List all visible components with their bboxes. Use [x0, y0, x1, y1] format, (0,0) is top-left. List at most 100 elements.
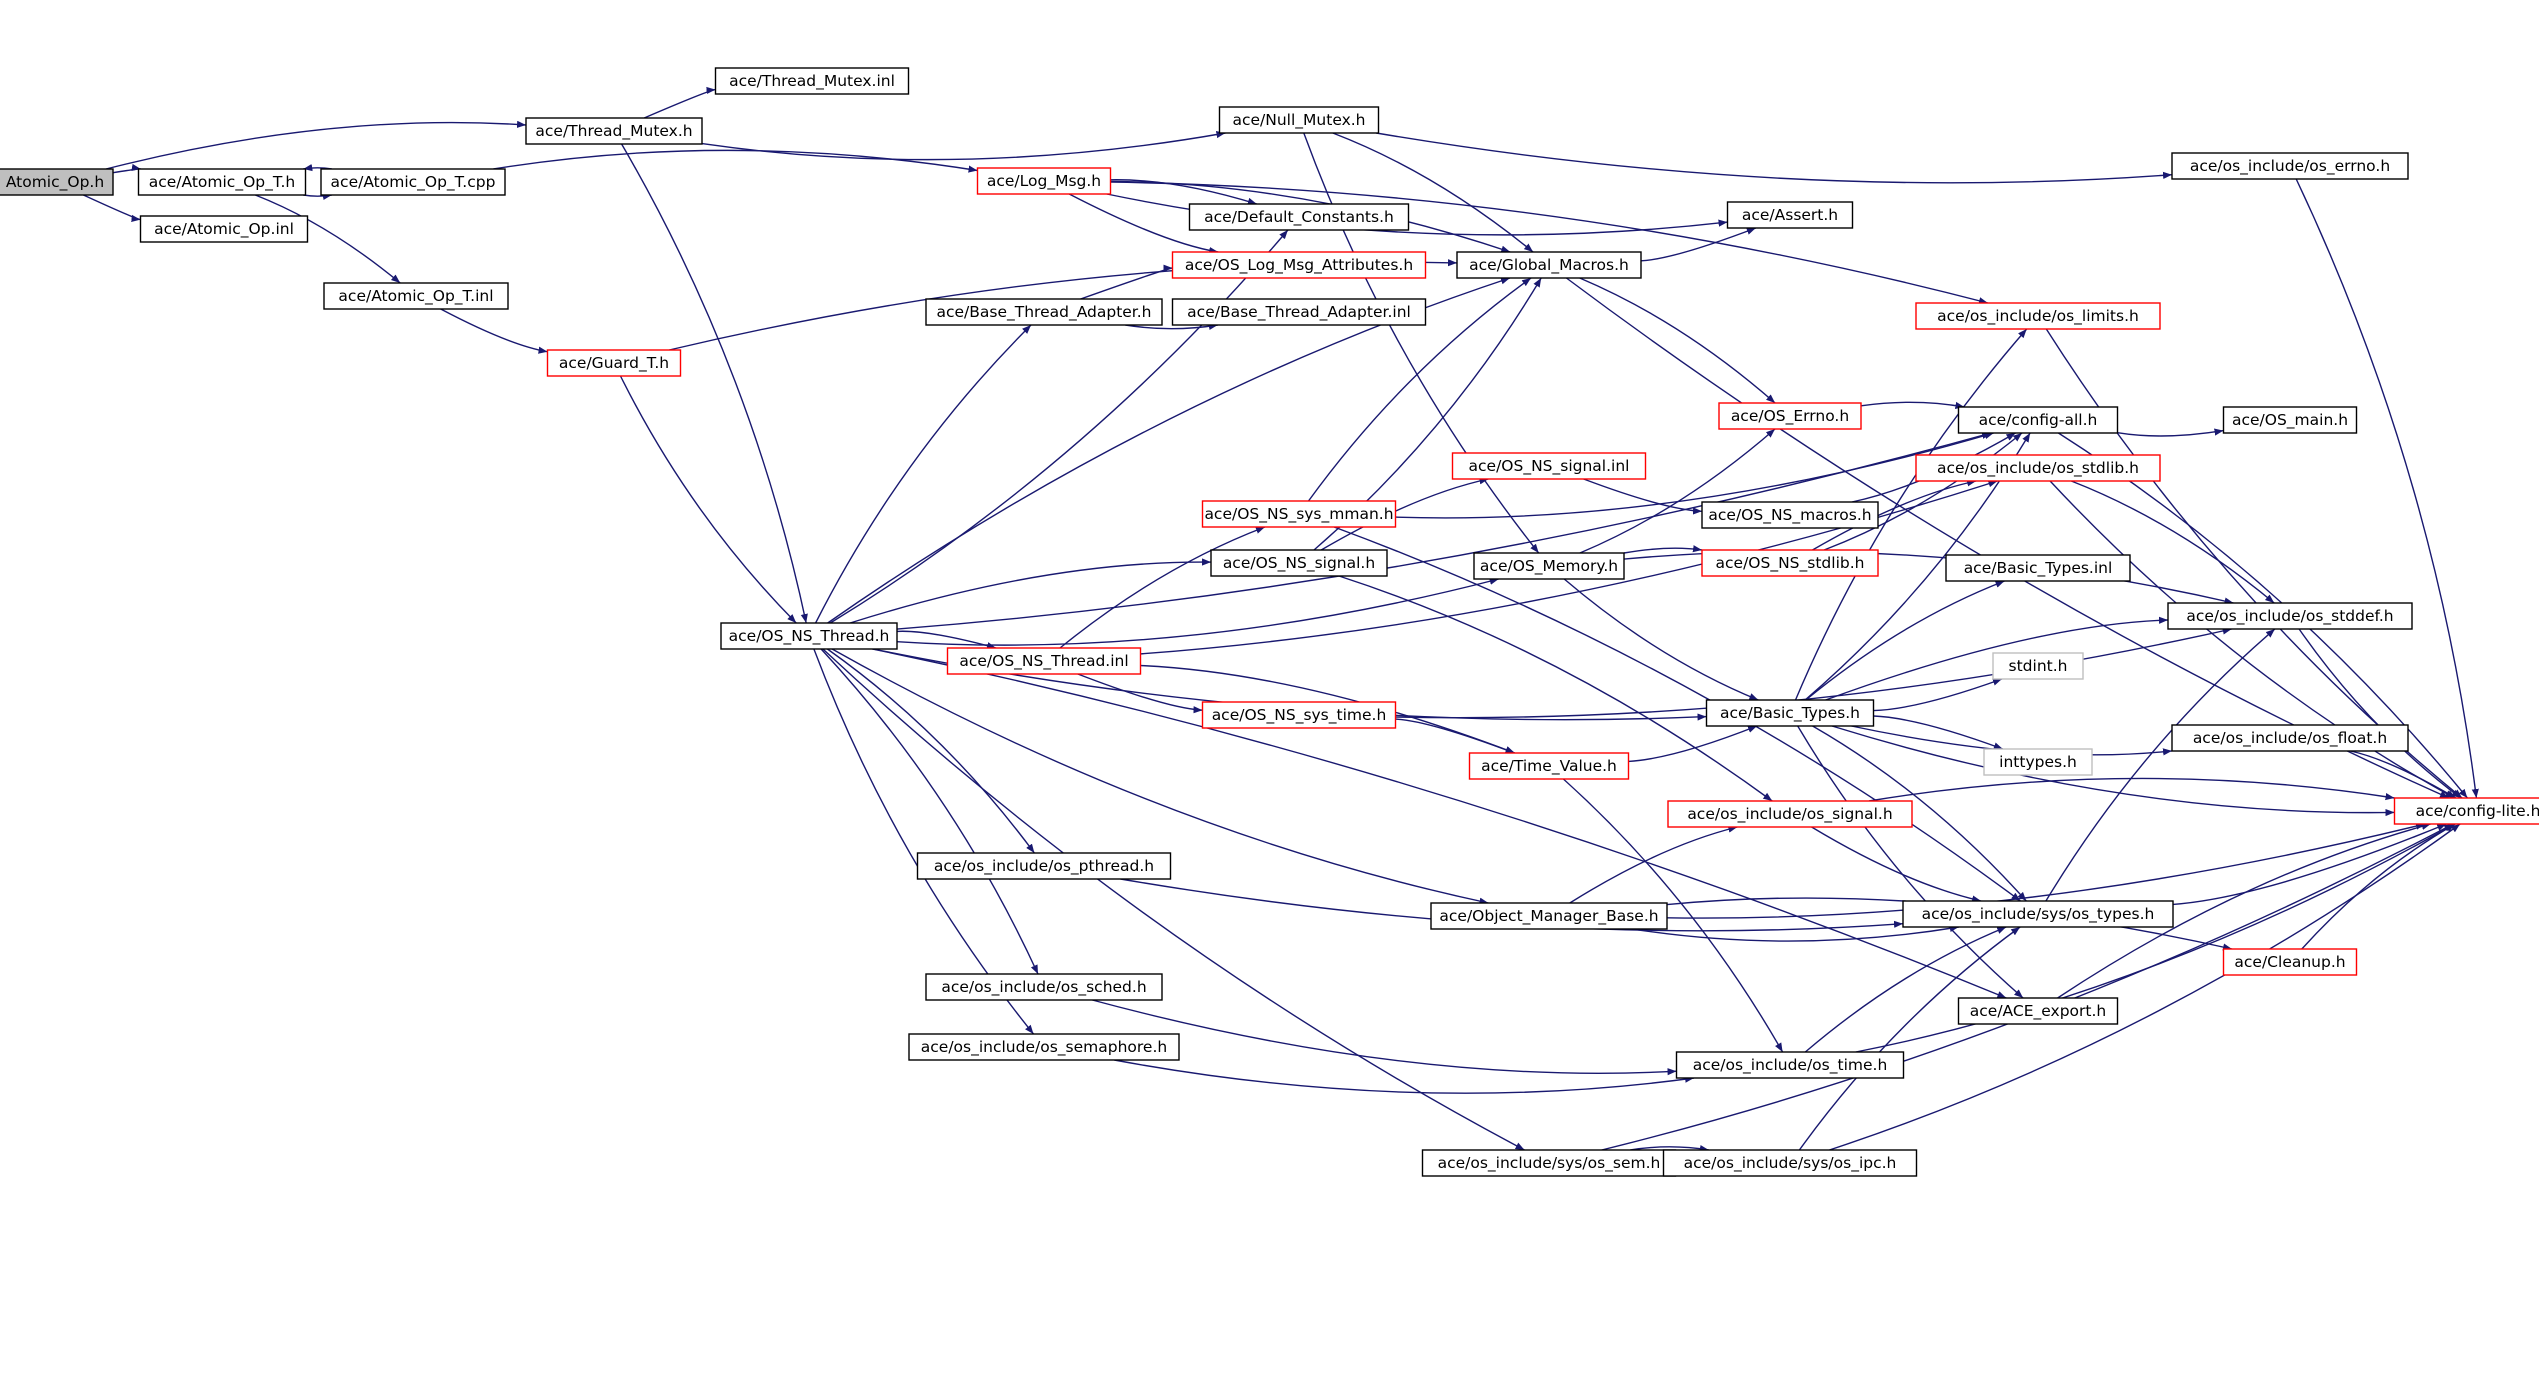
- node-label: ace/Thread_Mutex.h: [535, 122, 692, 141]
- node-time-value-h[interactable]: ace/Time_Value.h: [1468, 752, 1630, 780]
- node-box: [1473, 552, 1625, 580]
- node-os-log-msg-attributes-h[interactable]: ace/OS_Log_Msg_Attributes.h: [1171, 251, 1427, 279]
- node-label: ace/os_include/os_stddef.h: [2186, 607, 2393, 626]
- node-config-lite-h[interactable]: ace/config-lite.h: [2393, 797, 2539, 825]
- node-sys-os-sem-h[interactable]: ace/os_include/sys/os_sem.h: [1421, 1149, 1677, 1177]
- edge-time_value_h-to-os_time_h: [1562, 778, 1784, 1053]
- node-label: ace/os_include/sys/os_ipc.h: [1684, 1154, 1897, 1173]
- node-stdint-h[interactable]: stdint.h: [1992, 652, 2084, 680]
- edge-os_errno_ace_h-to-config_all_h: [1860, 401, 1965, 409]
- edge-os_semaphore_h-to-os_time_h: [1114, 1059, 1695, 1094]
- edge-os_signal_h-to-sys_os_types_h: [1811, 826, 1982, 903]
- node-label: inttypes.h: [1999, 753, 2077, 771]
- node-os-errno-ace-h[interactable]: ace/OS_Errno.h: [1718, 402, 1862, 430]
- node-label: ace/config-lite.h: [2416, 802, 2539, 820]
- node-os-ns-signal-inl[interactable]: ace/OS_NS_signal.inl: [1451, 452, 1647, 480]
- node-os-sched-h[interactable]: ace/os_include/os_sched.h: [925, 973, 1163, 1001]
- node-object-manager-base-h[interactable]: ace/Object_Manager_Base.h: [1430, 902, 1668, 930]
- node-atomic-op-t-inl[interactable]: ace/Atomic_Op_T.inl: [323, 282, 509, 310]
- node-label: ace/OS_NS_macros.h: [1708, 506, 1871, 525]
- node-os-pthread-h[interactable]: ace/os_include/os_pthread.h: [916, 852, 1172, 880]
- node-os-errno-h[interactable]: ace/os_include/os_errno.h: [2171, 152, 2409, 180]
- node-atomic-op-t-h[interactable]: ace/Atomic_Op_T.h: [137, 168, 307, 196]
- node-global-macros-h[interactable]: ace/Global_Macros.h: [1456, 251, 1642, 279]
- node-os-ns-stdlib-h[interactable]: ace/OS_NS_stdlib.h: [1701, 549, 1879, 577]
- node-ace-export-h[interactable]: ace/ACE_export.h: [1957, 997, 2119, 1025]
- edge-null_mutex_h-to-os_memory_h: [1303, 132, 1540, 554]
- node-os-semaphore-h[interactable]: ace/os_include/os_semaphore.h: [908, 1033, 1180, 1061]
- node-os-ns-signal-h[interactable]: ace/OS_NS_signal.h: [1210, 549, 1388, 577]
- edge-os_memory_h-to-os_ns_stdlib_h: [1623, 545, 1703, 554]
- edge-os_ns_thread_h-to-os_memory_h: [896, 577, 1499, 646]
- node-box: [2171, 724, 2409, 752]
- edge-base_thread_adapter_h-to-base_thread_adapter_inl: [1125, 322, 1218, 330]
- node-sys-os-types-h[interactable]: ace/os_include/sys/os_types.h: [1902, 900, 2174, 928]
- edge-os_ns_signal_inl-to-os_ns_macros_h: [1583, 478, 1703, 515]
- node-os-signal-h[interactable]: ace/os_include/os_signal.h: [1667, 800, 1913, 828]
- edge-os_ns_thread_h-to-ace_export_h: [871, 648, 2007, 999]
- edge-os_ns_sys_time_h-to-time_value_h: [1395, 718, 1515, 754]
- edge-sys_os_ipc_h-to-sys_os_types_h: [1798, 926, 2021, 1151]
- node-box: [1945, 554, 2131, 582]
- node-cleanup-h[interactable]: ace/Cleanup.h: [2222, 948, 2358, 976]
- node-guard-t-h[interactable]: ace/Guard_T.h: [546, 349, 682, 377]
- edge-basic_types_h-to-os_limits_h: [1794, 328, 2028, 701]
- node-os-limits-h[interactable]: ace/os_include/os_limits.h: [1915, 302, 2161, 330]
- node-assert-h[interactable]: ace/Assert.h: [1726, 201, 1854, 229]
- node-os-stdlib-h[interactable]: ace/os_include/os_stdlib.h: [1915, 454, 2161, 482]
- node-atomic-op-inl[interactable]: ace/Atomic_Op.inl: [139, 215, 309, 243]
- edge-os_ns_thread_h-to-config_all_h: [896, 431, 1992, 630]
- node-config-all-h[interactable]: ace/config-all.h: [1957, 406, 2119, 434]
- edge-os_ns_thread_h-to-object_manager_base_h: [831, 648, 1489, 905]
- node-basic-types-h[interactable]: ace/Basic_Types.h: [1705, 699, 1875, 727]
- node-default-constants-h[interactable]: ace/Default_Constants.h: [1188, 203, 1410, 231]
- node-os-ns-sys-mman-h[interactable]: ace/OS_NS_sys_mman.h: [1201, 500, 1397, 528]
- node-os-ns-thread-inl[interactable]: ace/OS_NS_Thread.inl: [946, 647, 1142, 675]
- node-base-thread-adapter-h[interactable]: ace/Base_Thread_Adapter.h: [925, 298, 1163, 326]
- node-box: [1421, 1149, 1677, 1177]
- node-box: [916, 852, 1172, 880]
- node-box: [1701, 501, 1879, 529]
- node-sys-os-ipc-h[interactable]: ace/os_include/sys/os_ipc.h: [1662, 1149, 1918, 1177]
- node-label: ace/OS_NS_signal.inl: [1469, 457, 1630, 476]
- node-base-thread-adapter-inl[interactable]: ace/Base_Thread_Adapter.inl: [1171, 298, 1427, 326]
- edge-os_ns_sys_mman_h-to-global_macros_h: [1307, 277, 1532, 502]
- node-log-msg-h[interactable]: ace/Log_Msg.h: [976, 167, 1112, 195]
- node-box: [1992, 652, 2084, 680]
- node-basic-types-inl[interactable]: ace/Basic_Types.inl: [1945, 554, 2131, 582]
- edge-os_ns_thread_h-to-os_pthread_h: [826, 648, 1035, 854]
- node-os-ns-sys-time-h[interactable]: ace/OS_NS_sys_time.h: [1201, 701, 1397, 729]
- edge-time_value_h-to-basic_types_h: [1628, 725, 1758, 763]
- node-atomic-op-h[interactable]: Atomic_Op.h: [0, 168, 114, 196]
- node-thread-mutex-h[interactable]: ace/Thread_Mutex.h: [525, 117, 703, 145]
- edge-log_msg_h-to-default_constants_h: [1110, 179, 1258, 205]
- edge-os_ns_thread_inl-to-os_ns_sys_time_h: [1077, 673, 1203, 714]
- edge-basic_types_h-to-ace_export_h: [1797, 725, 2024, 999]
- edge-log_msg_h-to-os_log_msg_attributes_h: [1068, 193, 1219, 255]
- node-box: [546, 349, 682, 377]
- node-os-main-h[interactable]: ace/OS_main.h: [2222, 406, 2358, 434]
- node-thread-mutex-inl[interactable]: ace/Thread_Mutex.inl: [714, 67, 910, 95]
- node-box: [2393, 797, 2539, 825]
- node-label: ace/os_include/os_sched.h: [941, 978, 1146, 997]
- node-box: [1210, 549, 1388, 577]
- edge-basic_types_h-to-basic_types_inl: [1805, 580, 2005, 701]
- edge-os_ns_thread_h-to-default_constants_h: [829, 229, 1289, 624]
- node-os-memory-h[interactable]: ace/OS_Memory.h: [1473, 552, 1625, 580]
- node-null-mutex-h[interactable]: ace/Null_Mutex.h: [1218, 106, 1380, 134]
- node-box: [1171, 298, 1427, 326]
- edge-os_ns_thread_h-to-sys_os_sem_h: [822, 648, 1525, 1151]
- node-os-time-h[interactable]: ace/os_include/os_time.h: [1675, 1051, 1905, 1079]
- node-os-ns-thread-h[interactable]: ace/OS_NS_Thread.h: [720, 622, 898, 650]
- edge-atomic_op_t_h-to-atomic_op_t_inl: [255, 194, 401, 284]
- edge-os_ns_stdlib_h-to-os_stdlib_h: [1812, 479, 1977, 551]
- edge-os_ns_thread_inl-to-os_ns_sys_mman_h: [1059, 526, 1266, 649]
- node-atomic-op-t-cpp[interactable]: ace/Atomic_Op_T.cpp: [320, 168, 506, 196]
- node-box: [1451, 452, 1647, 480]
- node-os-ns-macros-h[interactable]: ace/OS_NS_macros.h: [1701, 501, 1879, 529]
- node-label: ace/os_include/os_limits.h: [1937, 307, 2139, 326]
- edge-os_ns_thread_h-to-base_thread_adapter_h: [814, 324, 1032, 624]
- node-os-float-h[interactable]: ace/os_include/os_float.h: [2171, 724, 2409, 752]
- node-inttypes-h[interactable]: inttypes.h: [1983, 748, 2093, 776]
- node-os-stddef-h[interactable]: ace/os_include/os_stddef.h: [2167, 602, 2413, 630]
